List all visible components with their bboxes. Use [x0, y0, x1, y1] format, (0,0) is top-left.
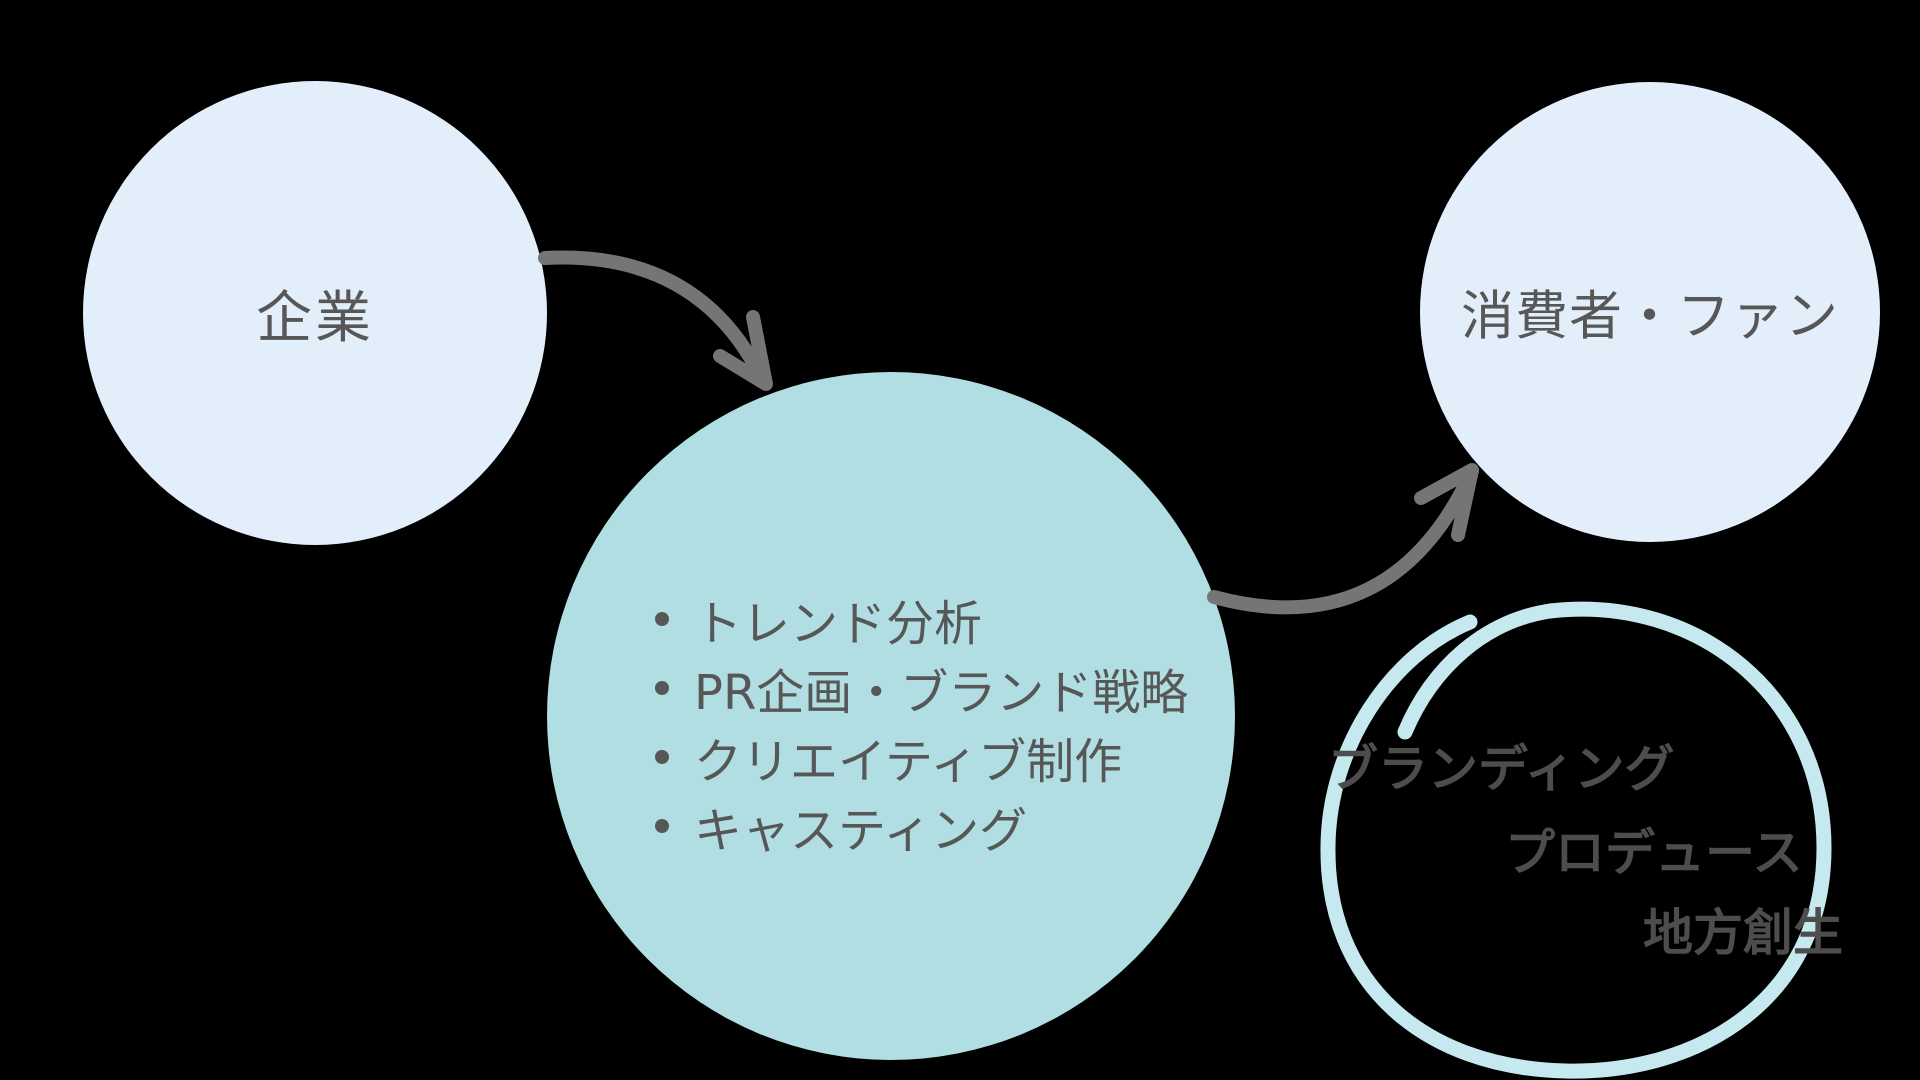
service-item: キャスティング: [655, 791, 1188, 860]
arrow-company-to-agency: [538, 250, 770, 388]
service-item: クリエイティブ制作: [655, 722, 1188, 791]
consumer-node: 消費者・ファン: [1420, 82, 1880, 542]
arrowhead-company-to-agency-icon: [713, 310, 773, 391]
annotation-line-branding: ブランディング: [1328, 740, 1675, 798]
service-label: トレンド分析: [694, 595, 983, 652]
bullet-dot-icon: [655, 680, 669, 695]
company-label: 企業: [256, 285, 374, 351]
service-label: クリエイティブ制作: [694, 733, 1123, 790]
bullet-dot-icon: [655, 611, 669, 626]
annotation-line-regional: 地方創生: [1643, 904, 1843, 962]
agency-node: トレンド分析 PR企画・ブランド戦略 クリエイティブ制作 キャスティング: [547, 372, 1235, 1060]
service-item: PR企画・ブランド戦略: [655, 653, 1188, 722]
service-label: キャスティング: [694, 802, 1028, 859]
annotation-line-produce: プロデュース: [1505, 824, 1803, 882]
service-list: トレンド分析 PR企画・ブランド戦略 クリエイティブ制作 キャスティング: [655, 584, 1188, 860]
arrowhead-agency-to-consumer-icon: [1414, 463, 1479, 542]
company-node: 企業: [83, 81, 547, 545]
arrow-agency-to-consumer: [1207, 464, 1479, 615]
bullet-dot-icon: [655, 818, 669, 833]
bullet-dot-icon: [655, 749, 669, 764]
service-label: PR企画・ブランド戦略: [694, 664, 1189, 721]
service-item: トレンド分析: [655, 584, 1188, 653]
consumer-label: 消費者・ファン: [1461, 286, 1839, 347]
